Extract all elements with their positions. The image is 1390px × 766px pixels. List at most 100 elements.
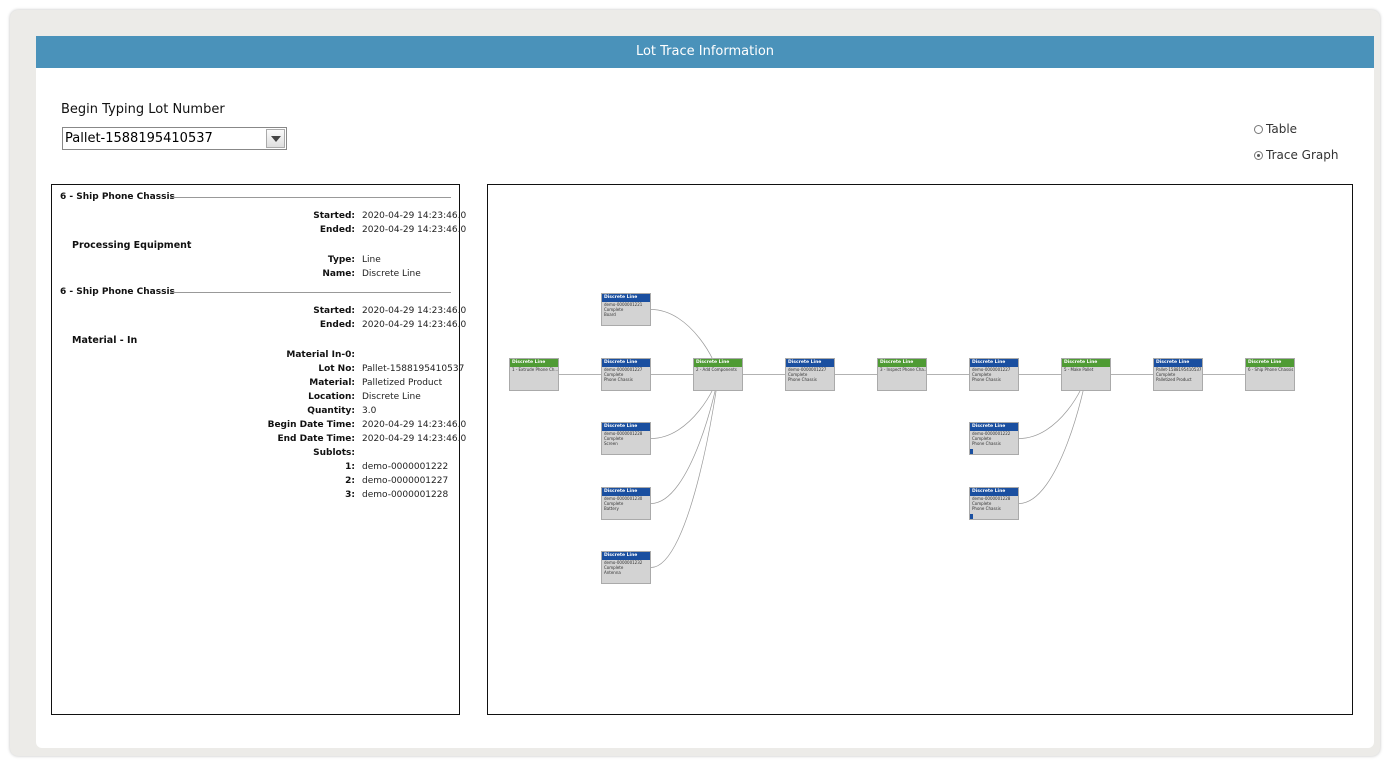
node-text: demo-0000001222 [972,431,1011,436]
end-date-time-label: End Date Time: [277,434,355,444]
material-in-label: Material In-0: [286,350,355,360]
node-text: demo-0000001232 [604,560,643,565]
lot-no-value: Pallet-1588195410537 [362,364,465,374]
sublot-index: 1: [345,462,355,472]
node-indicator [970,514,973,519]
node-text: demo-0000001230 [604,496,643,501]
node-text: Pallet-1588195410537 [1156,367,1202,372]
radio-table-circle[interactable] [1254,124,1263,134]
node-header: Discrete Line [602,359,650,367]
type-value: Line [362,255,381,265]
node-text: 5 - Make Pallet [1064,367,1094,372]
started-label: Started: [313,211,355,221]
node-text: Battery [604,506,619,511]
node-text: Palletized Product [1156,377,1192,382]
started-value: 2020-04-29 14:23:46.0 [362,211,467,221]
location-value: Discrete Line [362,392,421,402]
node-header: Discrete Line [1062,359,1110,367]
node-text: demo-0000001221 [604,302,643,307]
lot-number-input[interactable] [65,128,263,149]
radio-table[interactable]: Table [1254,122,1297,136]
node-header: Discrete Line [970,359,1018,367]
node-text: Antenna [604,570,621,575]
node-text: Complete [972,372,992,377]
node-text: Complete [1156,372,1176,377]
node-text: demo-0000001227 [972,367,1011,372]
trace-edge [1018,374,1087,504]
node-text: Complete [604,565,624,570]
section-divider [170,292,451,293]
node-header: Discrete Line [786,359,834,367]
sublot-value: demo-0000001228 [362,490,449,500]
node-text: Complete [604,501,624,506]
node-indicator [970,449,973,454]
node-header: Discrete Line [602,423,650,431]
node-header: Discrete Line [602,552,650,560]
node-header: Discrete Line [878,359,926,367]
details-panel: 6 - Ship Phone Chassis Started: 2020-04-… [51,184,466,715]
type-label: Type: [327,255,355,265]
started-label: Started: [313,306,355,316]
processing-equipment-title: Processing Equipment [72,240,192,251]
ended-label: Ended: [319,225,355,235]
node-header: Discrete Line [602,488,650,496]
section-title: 6 - Ship Phone Chassis [60,192,175,202]
lot-number-label: Begin Typing Lot Number [61,102,225,117]
node-text: Phone Chassis [604,377,633,382]
end-date-time-value: 2020-04-29 14:23:46.0 [362,434,467,444]
window-frame: Lot Trace Information Begin Typing Lot N… [10,10,1380,756]
sublots-label: Sublots: [313,448,355,458]
node-header: Discrete Line [970,488,1018,496]
chevron-down-icon[interactable] [266,129,285,148]
node-text: 1 - Extrude Phone Ch... [512,367,559,372]
lot-number-combobox[interactable] [62,127,287,150]
node-header: Discrete Line [694,359,742,367]
node-text: Phone Chassis [788,377,817,382]
radio-trace-graph-circle[interactable] [1254,150,1263,160]
sublot-index: 2: [345,476,355,486]
sublot-value: demo-0000001222 [362,462,449,472]
node-text: 2 - Add Components [696,367,737,372]
material-value: Palletized Product [362,378,443,388]
node-text: Phone Chassis [972,506,1001,511]
ended-value: 2020-04-29 14:23:46.0 [362,225,467,235]
sublot-value: demo-0000001227 [362,476,449,486]
node-header: Discrete Line [510,359,558,367]
quantity-label: Quantity: [307,406,355,416]
started-value: 2020-04-29 14:23:46.0 [362,306,467,316]
trace-edge [650,374,719,568]
begin-date-time-value: 2020-04-29 14:23:46.0 [362,420,467,430]
node-text: Phone Chassis [972,377,1001,382]
node-text: demo-0000001228 [604,431,643,436]
radio-trace-graph-label: Trace Graph [1266,148,1339,162]
node-text: demo-0000001228 [972,496,1011,501]
node-text: Complete [604,372,624,377]
node-text: Board [604,312,616,317]
material-in-title: Material - In [72,335,138,346]
node-header: Discrete Line [1154,359,1202,367]
name-value: Discrete Line [362,269,421,279]
node-header: Discrete Line [602,294,650,302]
node-text: Phone Chassis [972,441,1001,446]
page-title: Lot Trace Information [36,36,1374,68]
radio-trace-graph[interactable]: Trace Graph [1254,148,1338,162]
trace-graph-edges [559,309,1245,568]
node-text: Screen [604,441,618,446]
radio-table-label: Table [1266,122,1298,136]
